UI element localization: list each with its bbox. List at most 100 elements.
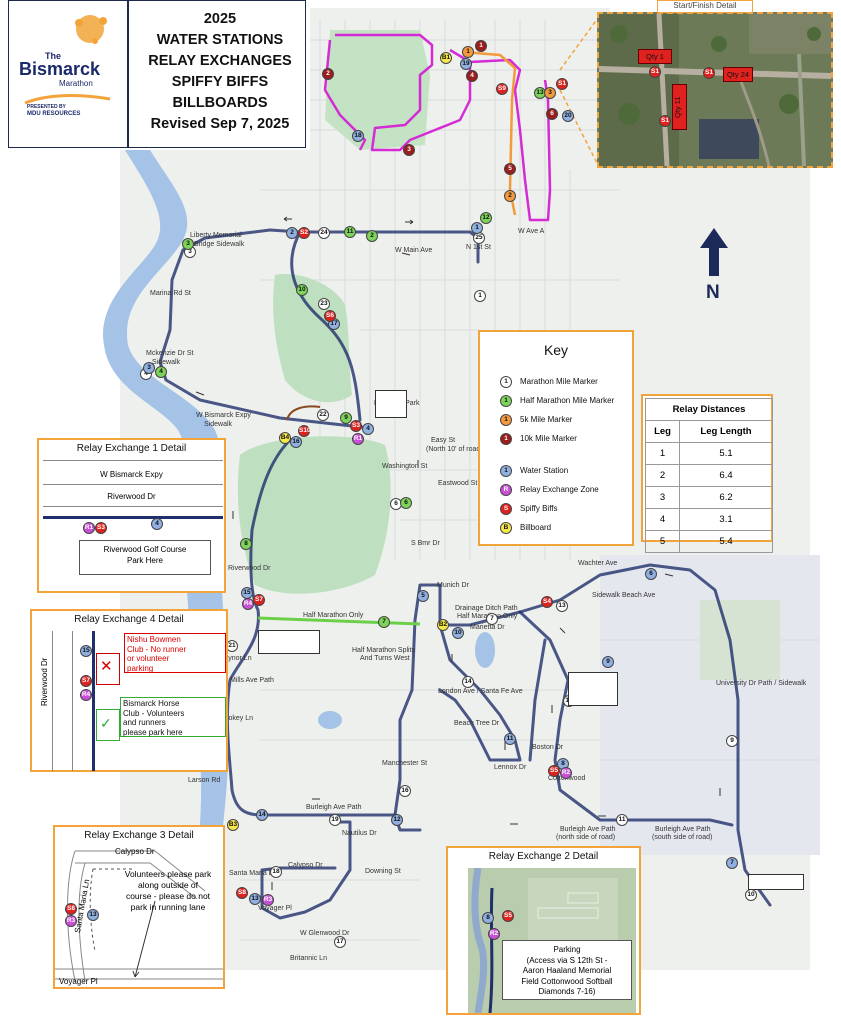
map-label: Eastwood St <box>438 480 478 487</box>
relay-length: 5.4 <box>679 530 773 553</box>
water-station: 18 <box>352 130 364 142</box>
relay1-road-riverwood: Riverwood Dr <box>107 492 156 501</box>
key-bill-icon: B <box>500 522 512 534</box>
map-label: Beach Tree Dr <box>454 720 500 727</box>
map-label: Marina Rd St <box>150 290 191 297</box>
map-label: Easy St <box>431 437 456 444</box>
water-station: 20 <box>562 110 574 122</box>
water-station: 9 <box>602 656 614 668</box>
turnaround-callout <box>748 874 804 890</box>
relay4-note-green: Bismarck Horse Club - Volunteers and run… <box>120 697 226 737</box>
note-line: Club - Volunteers <box>123 708 185 718</box>
qty-label: Qty 1 <box>638 49 672 64</box>
relay2-parking-note: Parking (Access via S 12th St - Aaron Ha… <box>502 940 632 1000</box>
relay-length: 3.1 <box>679 508 773 531</box>
map-label: Mckenzie Dr St <box>146 350 194 357</box>
map-label: Washington St <box>382 463 428 470</box>
map-label: Half Marathon Splits <box>352 647 416 654</box>
half-mile-marker: 6 <box>400 497 412 509</box>
parking-check-icon: ✓ <box>100 715 112 731</box>
water-station: 1 <box>471 222 483 234</box>
half-mile-marker: 2 <box>366 230 378 242</box>
logo-presented: PRESENTED BY <box>27 104 66 110</box>
billboard-marker: B2 <box>437 619 449 631</box>
marathon-mile-marker: 16 <box>399 785 411 797</box>
spiffy-marker: S3 <box>350 420 362 432</box>
spiffy-marker: S1 <box>649 66 661 78</box>
parking-line: Aaron Haaland Memorial <box>522 966 612 975</box>
qty-label: Qty 11 <box>672 84 687 130</box>
spiffy-marker: S2 <box>298 227 310 239</box>
relay3-title: Relay Exchange 3 Detail <box>84 830 194 841</box>
key-half-icon: 1 <box>500 395 512 407</box>
billboard-marker: B3 <box>227 819 239 831</box>
relay-leg: 2 <box>644 464 681 487</box>
water-station: 12 <box>391 814 403 826</box>
10k-mile-marker: 1 <box>475 40 487 52</box>
relay-zone: R4 <box>80 689 92 701</box>
divider <box>43 460 223 461</box>
title-line-water: WATER STATIONS <box>156 32 284 48</box>
relay1-title: Relay Exchange 1 Detail <box>76 443 187 454</box>
logo-the: The <box>45 51 62 61</box>
map-label: Drainage Ditch Path <box>455 605 518 612</box>
note-line: course - please do not <box>125 891 211 901</box>
note-line: or volunteer <box>127 654 170 663</box>
10k-mile-marker: 3 <box>403 144 415 156</box>
start-finish-title: Start/Finish Detail <box>657 0 753 13</box>
map-label: Voyager Pl <box>258 905 292 912</box>
relay-zone: R1 <box>83 522 95 534</box>
half-mile-marker: 3 <box>182 238 194 250</box>
marathon-mile-marker: 1 <box>474 290 486 302</box>
half-mile-marker: 10 <box>296 284 308 296</box>
spiffy-marker: S5 <box>548 765 560 777</box>
map-label: W Bismarck Expy <box>196 412 251 419</box>
billboard-marker: B1 <box>440 52 452 64</box>
map-label: Burleigh Ave Path <box>306 804 362 811</box>
title-box: The Bismarck Marathon PRESENTED BY MDU R… <box>8 0 306 148</box>
key-item-label: Relay Exchange Zone <box>520 485 599 495</box>
water-station: 4 <box>151 518 163 530</box>
title-line-relay: RELAY EXCHANGES <box>148 53 292 69</box>
north-label: N <box>706 282 720 303</box>
10k-mile-marker: 2 <box>322 68 334 80</box>
spiffy-marker: S7 <box>80 675 92 687</box>
water-station: 6 <box>645 568 657 580</box>
note-line: Volunteers please park <box>124 869 212 879</box>
map-label: W Ave A <box>518 228 545 235</box>
map-label: Traynor Ln <box>218 655 252 662</box>
relay-exchange-1-detail: Relay Exchange 1 Detail W Bismarck Expy … <box>37 438 226 593</box>
key-10k-icon: 1 <box>500 433 512 445</box>
map-label: (south side of road) <box>652 834 713 841</box>
divider <box>43 484 223 485</box>
relay-zone: R3 <box>262 894 274 906</box>
relay-zone: R2 <box>488 928 500 940</box>
5k-mile-marker: 3 <box>544 87 556 99</box>
half-mile-marker: 9 <box>340 412 352 424</box>
map-label: Boston Dr <box>532 744 564 751</box>
route-line <box>92 631 95 771</box>
map-label: Sidewalk Beach Ave <box>592 592 656 599</box>
water-station: 5 <box>417 590 429 602</box>
key-item-label: Spiffy Biffs <box>520 504 558 514</box>
relay-header-length: Leg Length <box>679 420 773 443</box>
note-line: along outside of <box>137 880 199 890</box>
note-line: Nishu Bowmen <box>127 635 181 644</box>
map-label: Munich Dr <box>437 582 469 589</box>
spiffy-marker: S9 <box>496 83 508 95</box>
relay4-title: Relay Exchange 4 Detail <box>74 614 184 625</box>
title-line-spiffy: SPIFFY BIFFS <box>171 74 269 90</box>
relay-leg: 5 <box>644 530 681 553</box>
relay2-title: Relay Exchange 2 Detail <box>488 851 599 862</box>
water-station: 8 <box>482 912 494 924</box>
title-divider <box>127 1 129 147</box>
marathon-mile-marker: 11 <box>616 814 628 826</box>
note-line: Club - No runner <box>127 644 187 654</box>
key-item-label: Water Station <box>520 466 569 476</box>
marathon-mile-marker: 7 <box>486 613 498 625</box>
no-parking-x-icon: ✕ <box>100 658 113 675</box>
